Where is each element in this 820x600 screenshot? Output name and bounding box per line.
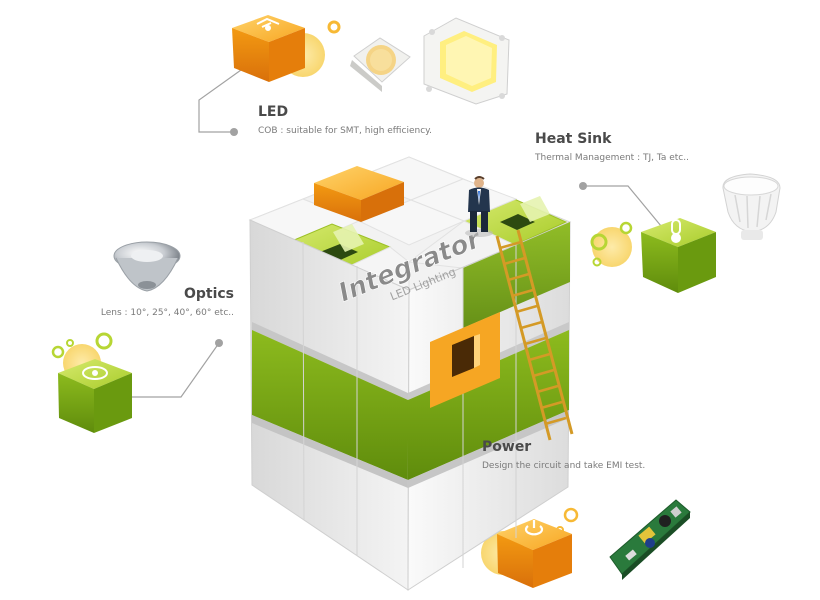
optics-icon-cube xyxy=(58,359,132,433)
power-icon-cube xyxy=(497,519,572,588)
integrator-cube: Integrator LED Lighting xyxy=(248,156,574,591)
lens-icon xyxy=(82,366,108,380)
heatsink-label: Heat Sink Thermal Management : TJ, Ta et… xyxy=(535,131,689,163)
power-label: Power Design the circuit and take EMI te… xyxy=(482,439,645,471)
led-icon-cube xyxy=(232,15,305,82)
optics-connector xyxy=(128,342,220,398)
power-description: Design the circuit and take EMI test. xyxy=(482,461,646,471)
left-green-row xyxy=(252,330,408,480)
optics-label: Optics Lens : 10°, 25°, 40°, 60° etc.. xyxy=(0,286,234,318)
raised-orange-block xyxy=(314,166,404,222)
led-title: LED xyxy=(258,104,289,120)
led-label: LED COB : suitable for SMT, high efficie… xyxy=(258,104,432,136)
heatsink-description: Thermal Management : TJ, Ta etc.. xyxy=(535,153,689,163)
businessman-figure xyxy=(465,176,493,237)
heatsink-icon-cube xyxy=(641,218,716,293)
optics-description: Lens : 10°, 25°, 40°, 60° etc.. xyxy=(100,308,234,318)
decor-ring xyxy=(327,20,341,34)
right-green-row xyxy=(408,330,569,480)
led-chip-icon xyxy=(256,17,280,31)
led-connector xyxy=(198,54,263,133)
power-board xyxy=(609,499,691,580)
lens-image xyxy=(113,241,181,292)
cob-chip-small xyxy=(350,37,411,92)
orange-window xyxy=(430,312,500,408)
led-bulb-heatsink xyxy=(722,173,781,240)
optics-module xyxy=(51,241,181,433)
led-module xyxy=(232,15,510,105)
heatsink-connector xyxy=(583,185,667,233)
led-description: COB : suitable for SMT, high efficiency. xyxy=(258,126,433,136)
heatsink-module xyxy=(590,173,781,293)
power-icon xyxy=(524,520,544,536)
thermometer-icon xyxy=(671,219,681,243)
heatsink-title: Heat Sink xyxy=(535,131,612,147)
optics-title: Optics xyxy=(183,286,234,302)
power-title: Power xyxy=(482,439,532,455)
power-module xyxy=(481,499,691,588)
cob-chip-large xyxy=(423,17,510,105)
ladder xyxy=(495,229,574,441)
